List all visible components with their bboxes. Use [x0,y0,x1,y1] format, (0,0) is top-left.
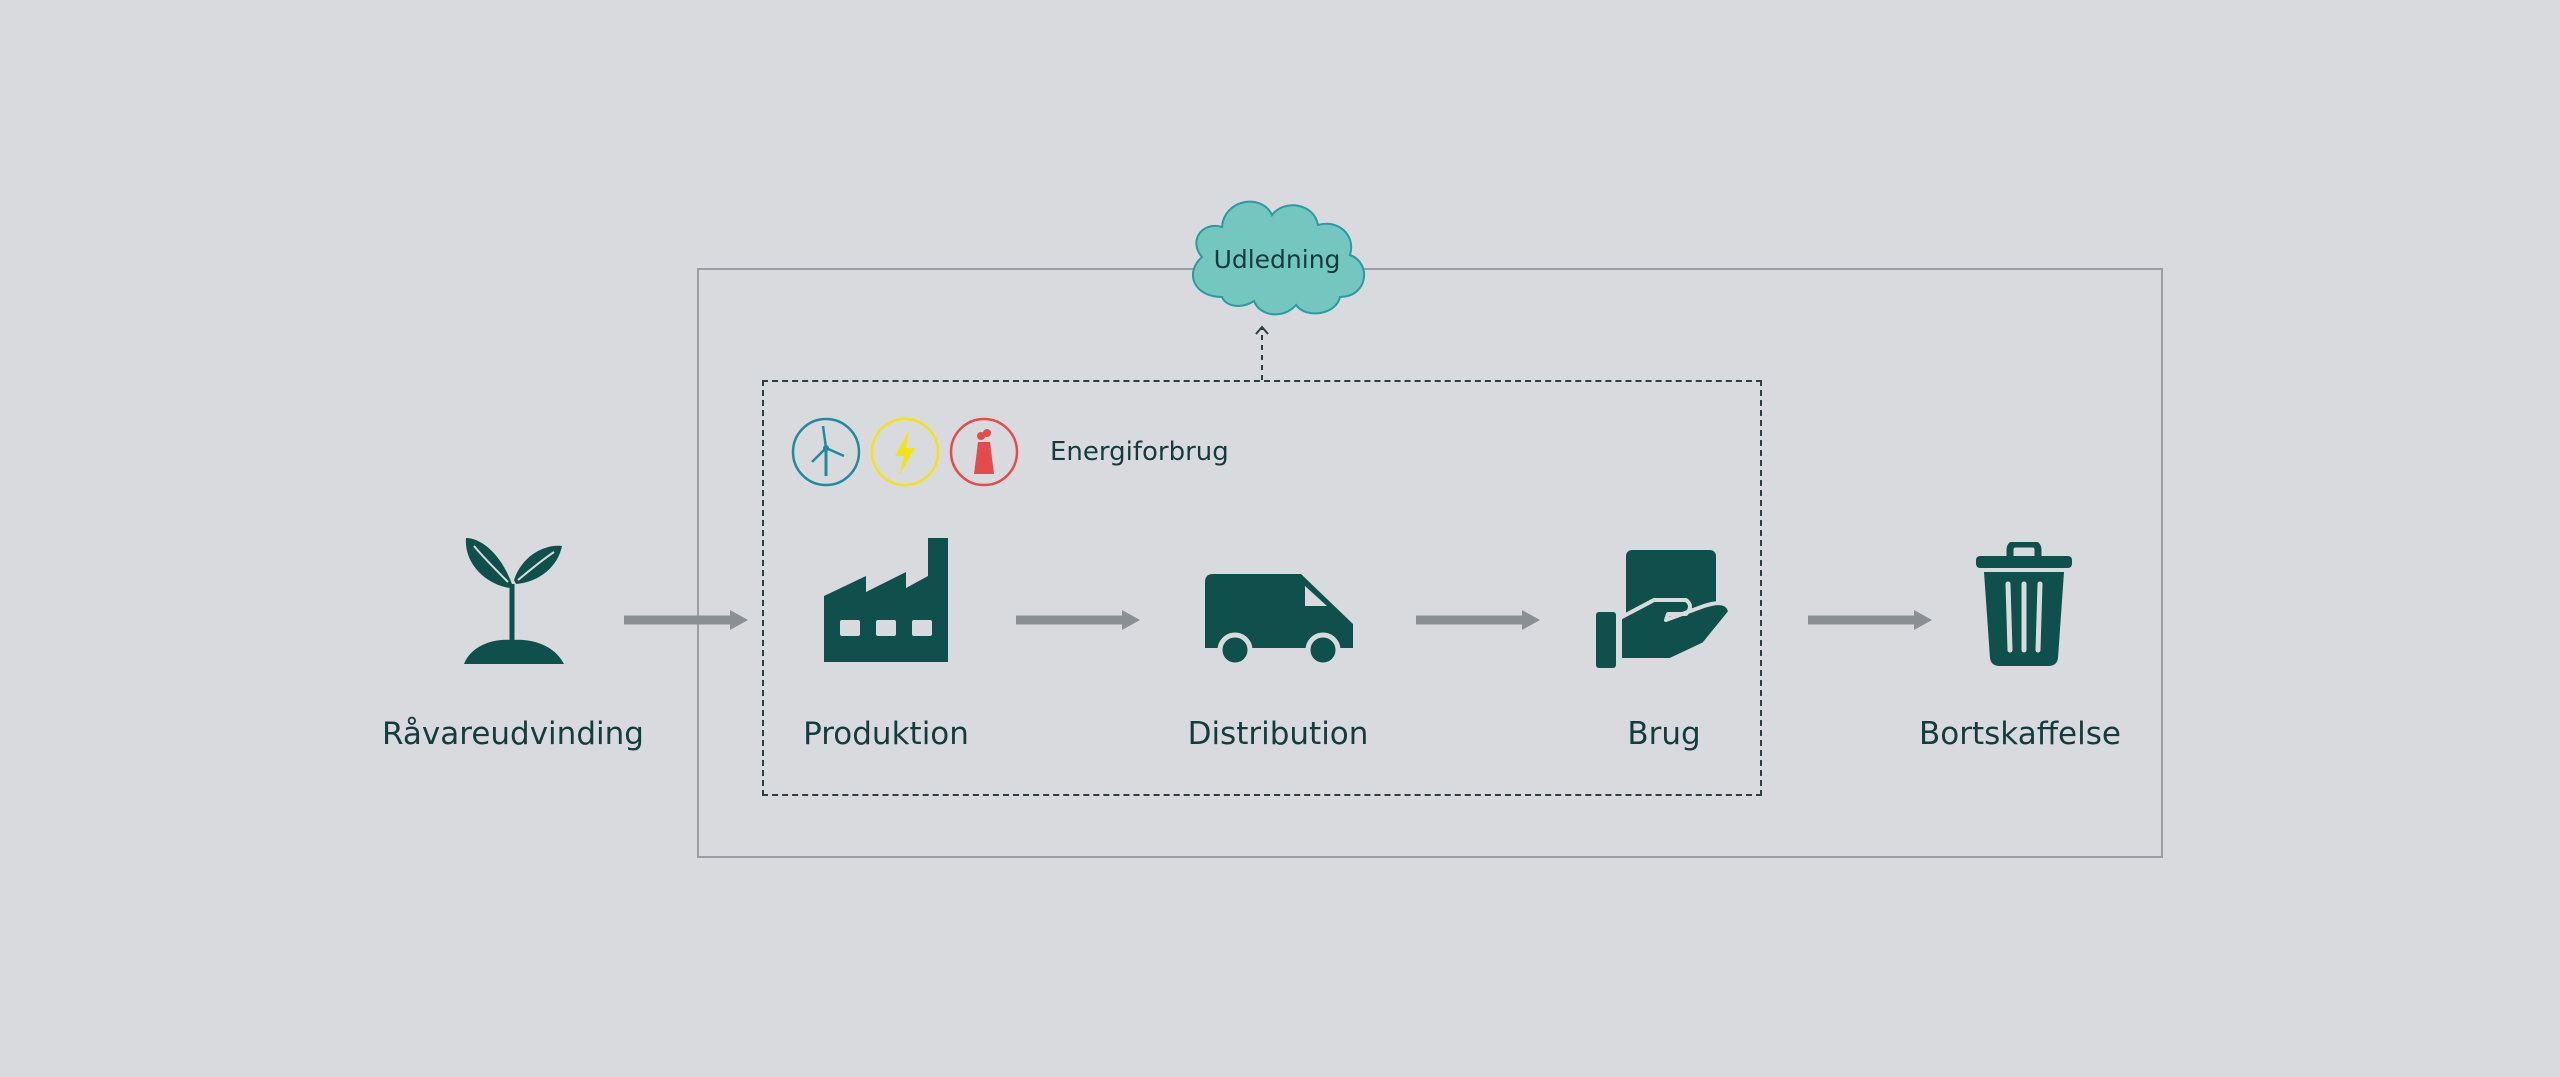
flow-arrow-1 [624,610,748,630]
emission-label: Udledning [1213,245,1341,274]
sprout-icon [464,538,564,664]
hand-holding-icon [1596,550,1732,668]
energy-use-boundary-frame [762,380,1762,796]
stage-label-raw-material: Råvareudvinding [382,716,644,752]
cloud-icon [1191,200,1366,316]
wind-turbine-icon [791,417,861,487]
trash-can-icon [1976,542,2072,666]
truck-icon [1205,574,1353,666]
flow-arrow-2 [1016,610,1140,630]
stage-label-distribution: Distribution [1187,716,1369,752]
lifecycle-boundary-frame [697,268,2163,858]
stage-label-disposal: Bortskaffelse [1919,716,2121,752]
flow-arrow-4 [1808,610,1932,630]
energy-use-label: Energiforbrug [1050,437,1229,467]
factory-icon [824,538,948,662]
stage-label-use: Brug [1627,716,1701,752]
smokestack-icon [949,417,1019,487]
stage-label-production: Produktion [803,716,969,752]
emission-dashed-arrow [1255,325,1269,380]
lightning-icon [870,417,940,487]
flow-arrow-3 [1416,610,1540,630]
